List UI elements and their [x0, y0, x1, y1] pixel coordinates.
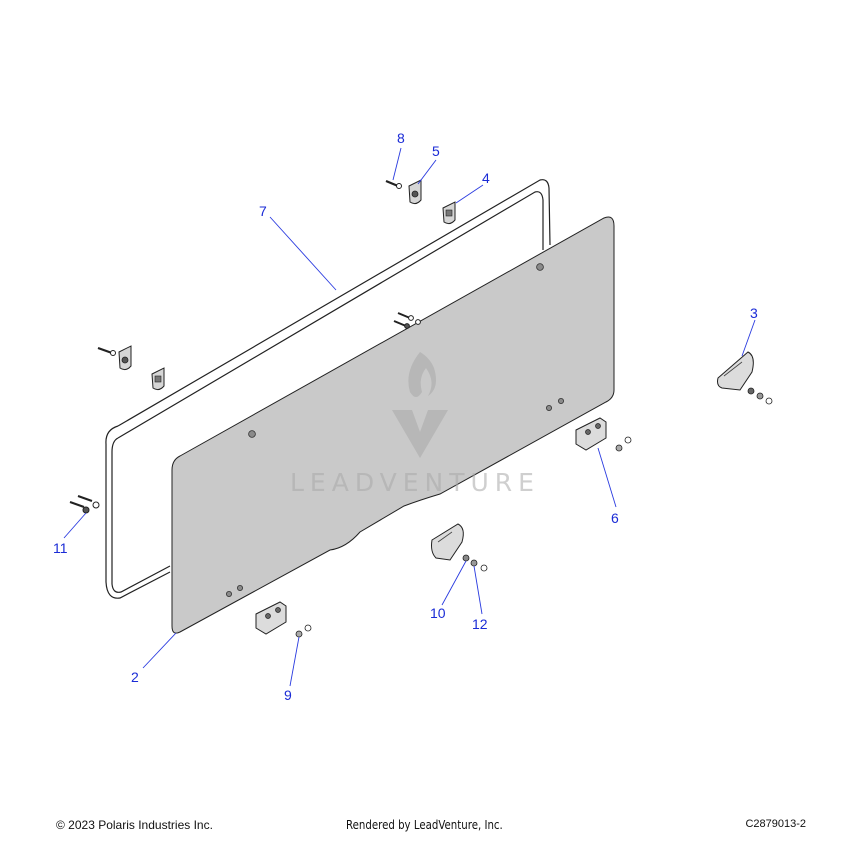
footer-copyright: © 2023 Polaris Industries Inc.: [56, 818, 213, 832]
footer-rendered-by: Rendered by LeadVenture, Inc.: [346, 818, 503, 832]
callout-7[interactable]: 7: [259, 203, 267, 219]
hinge-right: [575, 417, 632, 452]
watermark-text: LEADVENTURE: [290, 468, 540, 497]
clip-with-hole-left: [118, 345, 132, 371]
callout-9[interactable]: 9: [284, 687, 292, 703]
callout-3[interactable]: 3: [750, 305, 758, 321]
callout-2[interactable]: 2: [131, 669, 139, 685]
clip-left: [151, 367, 165, 391]
footer-drawing-code: C2879013-2: [745, 818, 806, 830]
bolt-top: [385, 179, 402, 189]
callout-5[interactable]: 5: [432, 143, 440, 159]
leader-lines: [63, 147, 756, 687]
callouts: 2 3 4 5 6 7 8 9 10 11 12: [53, 130, 758, 703]
hinge-bottom: [255, 601, 312, 638]
window-panel: [171, 216, 615, 634]
bolt-left: [97, 346, 116, 356]
bolts-left-lower: [69, 495, 100, 514]
callout-6[interactable]: 6: [611, 510, 619, 526]
callout-10[interactable]: 10: [430, 605, 446, 621]
callout-8[interactable]: 8: [397, 130, 405, 146]
bumper-bottom: [431, 523, 488, 572]
bumper-right: [717, 351, 773, 405]
clip-top: [442, 201, 456, 225]
callout-4[interactable]: 4: [482, 170, 490, 186]
clip-with-hole-top: [408, 179, 422, 205]
callout-12[interactable]: 12: [472, 616, 488, 632]
callout-11[interactable]: 11: [53, 540, 68, 556]
bolts-middle: [393, 312, 421, 329]
watermark: LEADVENTURE: [290, 352, 540, 497]
window-seal-frame: [105, 179, 551, 599]
